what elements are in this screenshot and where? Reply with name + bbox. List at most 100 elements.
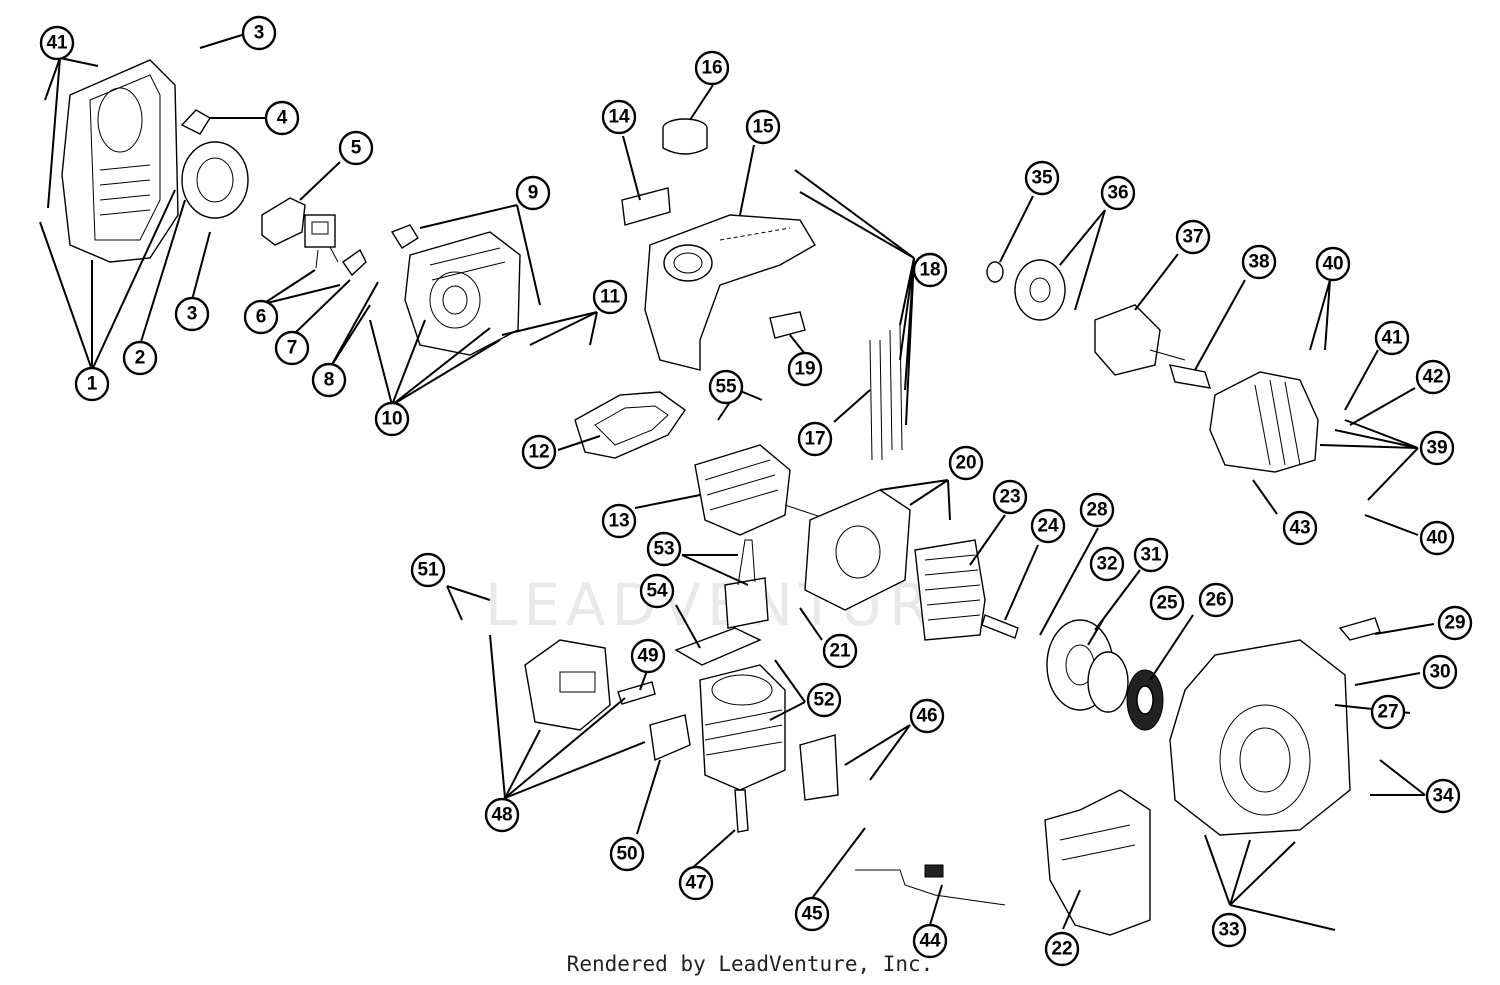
callout-11: 11	[592, 279, 628, 315]
svg-text:50: 50	[616, 844, 637, 865]
svg-text:39: 39	[1426, 438, 1447, 459]
flywheel-plate-drawing	[804, 489, 911, 611]
callout-37: 37	[1175, 219, 1211, 255]
svg-text:36: 36	[1107, 183, 1128, 204]
callout-50: 50	[609, 836, 645, 872]
carburetor-drawing	[304, 214, 339, 269]
starter-housing-drawing	[1169, 639, 1351, 836]
callout-24: 24	[1030, 508, 1066, 544]
callout-16: 16	[694, 50, 730, 86]
svg-text:14: 14	[608, 107, 630, 128]
callout-2: 2	[122, 340, 158, 376]
housing-cover-drawing	[61, 59, 179, 263]
callout-41: 41	[39, 25, 75, 61]
callout-52: 52	[806, 682, 842, 718]
svg-text:54: 54	[646, 581, 668, 602]
callout-53: 53	[646, 531, 682, 567]
callout-25: 25	[1149, 585, 1185, 621]
callout-54: 54	[639, 573, 675, 609]
svg-text:11: 11	[600, 287, 621, 308]
svg-text:20: 20	[955, 453, 976, 474]
callout-12: 12	[521, 434, 557, 470]
callout-28: 28	[1079, 492, 1115, 528]
svg-text:48: 48	[491, 805, 512, 826]
svg-text:53: 53	[653, 539, 674, 560]
svg-text:25: 25	[1156, 593, 1178, 614]
svg-text:3: 3	[187, 304, 198, 325]
callout-43: 43	[1282, 510, 1318, 546]
svg-text:31: 31	[1140, 545, 1162, 566]
callout-34: 34	[1425, 778, 1461, 814]
svg-text:7: 7	[287, 338, 298, 359]
callout-31: 31	[1133, 537, 1169, 573]
svg-text:8: 8	[324, 370, 335, 391]
svg-text:5: 5	[351, 138, 362, 159]
callout-5: 5	[338, 130, 374, 166]
svg-text:6: 6	[256, 307, 267, 328]
svg-text:38: 38	[1248, 252, 1269, 273]
callout-48: 48	[484, 797, 520, 833]
svg-text:2: 2	[135, 348, 146, 369]
svg-text:21: 21	[829, 641, 851, 662]
svg-text:45: 45	[801, 904, 823, 925]
svg-text:42: 42	[1422, 367, 1443, 388]
svg-text:13: 13	[608, 511, 629, 532]
svg-text:23: 23	[999, 487, 1020, 508]
svg-text:44: 44	[919, 931, 941, 952]
callout-10: 10	[374, 401, 410, 437]
callout-39: 39	[1419, 430, 1455, 466]
svg-text:46: 46	[916, 706, 937, 727]
callout-41-right: 41	[1374, 320, 1410, 356]
callout-46: 46	[909, 698, 945, 734]
callout-33: 33	[1211, 912, 1247, 948]
svg-text:40: 40	[1426, 528, 1447, 549]
fuel-cap-drawing	[662, 118, 708, 155]
footer-credit: Rendered by LeadVenture, Inc.	[566, 952, 934, 976]
bracket-drawing	[180, 109, 211, 135]
leader-lines	[39, 34, 1435, 931]
svg-text:51: 51	[417, 560, 439, 581]
svg-text:52: 52	[813, 690, 834, 711]
callouts: 41 3 4 5 1 2 3 6 7 8 9 10 11 12 13 14 15…	[39, 15, 1473, 967]
svg-text:9: 9	[528, 183, 539, 204]
svg-text:55: 55	[715, 377, 737, 398]
part-drawings	[61, 59, 1381, 936]
callout-1: 1	[74, 366, 110, 402]
svg-text:47: 47	[685, 873, 706, 894]
callout-6: 6	[243, 299, 279, 335]
callout-32: 32	[1089, 546, 1125, 582]
svg-text:28: 28	[1086, 500, 1107, 521]
callout-27: 27	[1370, 694, 1406, 730]
callout-21: 21	[822, 633, 858, 669]
callout-19: 19	[787, 351, 823, 387]
callout-51: 51	[410, 552, 446, 588]
svg-text:37: 37	[1182, 227, 1203, 248]
svg-text:29: 29	[1444, 613, 1465, 634]
svg-text:32: 32	[1096, 554, 1117, 575]
callout-17: 17	[797, 421, 833, 457]
svg-text:30: 30	[1429, 662, 1450, 683]
svg-text:1: 1	[87, 374, 98, 395]
callout-49: 49	[630, 638, 666, 674]
callout-3b: 3	[174, 296, 210, 332]
svg-text:40: 40	[1322, 254, 1343, 275]
svg-text:22: 22	[1051, 939, 1072, 960]
svg-text:26: 26	[1205, 590, 1226, 611]
svg-text:41: 41	[1381, 328, 1403, 349]
callout-23: 23	[992, 479, 1028, 515]
callout-22: 22	[1044, 931, 1080, 967]
svg-text:4: 4	[277, 108, 288, 129]
callout-29: 29	[1437, 605, 1473, 641]
tank-housing-drawing	[644, 214, 816, 371]
callout-7: 7	[274, 330, 310, 366]
callout-3: 3	[241, 15, 277, 51]
callout-4: 4	[264, 100, 300, 136]
fan-wheel-drawing	[914, 539, 986, 641]
callout-42: 42	[1415, 359, 1451, 395]
callout-40-top: 40	[1315, 246, 1351, 282]
crankcase-drawing	[404, 231, 521, 356]
callout-38: 38	[1241, 244, 1277, 280]
callout-47: 47	[678, 865, 714, 901]
callout-44: 44	[912, 923, 948, 959]
